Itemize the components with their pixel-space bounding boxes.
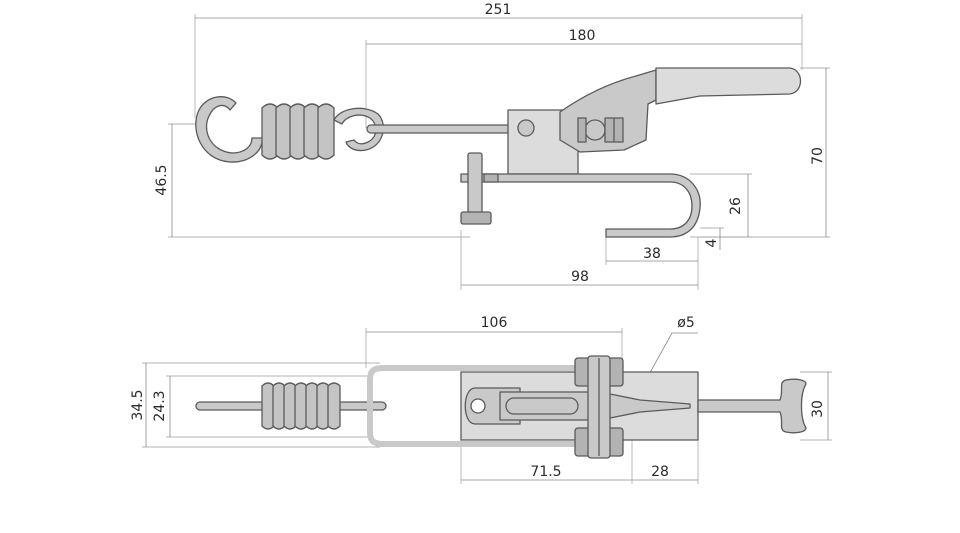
dim-lever-length: 180 xyxy=(365,28,802,128)
label-base-extension: 28 xyxy=(651,464,669,480)
side-hook xyxy=(195,96,263,163)
top-wire-frame xyxy=(367,365,618,447)
label-hook-height: 46.5 xyxy=(154,164,170,195)
label-lever-length: 180 xyxy=(569,28,596,44)
dim-catch-length: 98 xyxy=(460,230,699,290)
label-frame-length: 106 xyxy=(481,315,508,331)
side-view: 251 180 70 46.5 26 xyxy=(154,2,830,290)
label-overall-length: 251 xyxy=(485,2,512,18)
top-view: 106 ø5 34.5 24.3 30 xyxy=(130,315,832,484)
dim-overall-length: 251 xyxy=(194,2,803,118)
side-catch xyxy=(460,152,701,238)
dim-outer-width: 34.5 xyxy=(130,362,380,448)
label-catch-height: 26 xyxy=(728,197,744,215)
label-pin-diameter: ø5 xyxy=(677,315,694,331)
label-catch-length: 98 xyxy=(571,269,589,285)
dim-hook-height: 46.5 xyxy=(154,123,470,238)
top-adjuster xyxy=(574,355,624,459)
label-base-length: 71.5 xyxy=(530,464,561,480)
dim-frame-length: 106 xyxy=(365,315,623,368)
label-total-height: 70 xyxy=(810,147,826,165)
dim-total-height: 70 xyxy=(700,67,830,238)
top-handle xyxy=(697,378,807,434)
label-outer-width: 34.5 xyxy=(130,389,146,420)
dim-plate-width: 30 xyxy=(800,371,832,441)
dim-base-extension: 28 xyxy=(632,440,699,484)
label-catch-width: 38 xyxy=(643,246,661,262)
dim-inner-width: 24.3 xyxy=(152,375,372,438)
dim-catch-height: 26 xyxy=(690,173,752,238)
label-catch-gap: 4 xyxy=(704,238,720,247)
label-inner-width: 24.3 xyxy=(152,390,168,421)
dim-catch-gap: 4 xyxy=(700,227,724,250)
side-spring xyxy=(261,103,384,160)
label-plate-width: 30 xyxy=(810,400,826,418)
side-adjuster xyxy=(577,117,624,143)
top-spring xyxy=(261,382,341,430)
